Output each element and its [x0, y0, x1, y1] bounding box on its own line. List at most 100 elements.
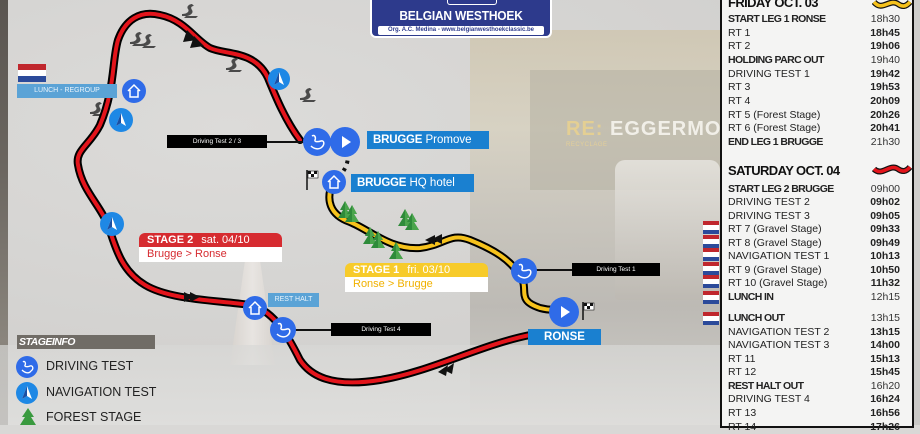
schedule-row-label: RT 2 [728, 40, 751, 52]
regroup-home-icon[interactable] [122, 79, 146, 103]
schedule-row-time: 10h13 [870, 250, 900, 262]
netherlands-flag-icon [703, 262, 719, 275]
schedule-row: RT 9 (Gravel Stage) 10h50 [728, 264, 900, 277]
schedule-row-label: DRIVING TEST 3 [728, 210, 810, 222]
schedule-row-label: NAVIGATION TEST 3 [728, 339, 830, 351]
schedule-row: NAVIGATION TEST 1 10h13 [728, 250, 900, 263]
schedule-row-label: RT 14 [728, 421, 757, 433]
schedule-row-time: 19h42 [870, 68, 900, 80]
schedule-row: DRIVING TEST 1 19h42 [728, 68, 900, 81]
direction-arrows [183, 30, 454, 376]
schedule-row: RT 14 17h26 [728, 421, 900, 434]
driving-test-icon[interactable] [303, 128, 331, 156]
brugge-promove-tag[interactable]: BRUGGE Promove [367, 131, 489, 149]
brugge-hq-tag[interactable]: BRUGGE HQ hotel [351, 174, 474, 192]
background-car [615, 160, 720, 300]
navigation-test-icon[interactable] [100, 212, 124, 236]
schedule-row-label: RT 9 (Gravel Stage) [728, 264, 822, 276]
schedule-row-time: 20h09 [870, 95, 900, 107]
schedule-row-label: RT 13 [728, 407, 757, 419]
schedule-row-label: RT 8 (Gravel Stage) [728, 237, 822, 249]
twisty-road-icon [182, 4, 198, 18]
schedule-row-label: RT 6 (Forest Stage) [728, 122, 821, 134]
stage2-red-squiggle-icon [872, 164, 912, 175]
schedule-row: RT 8 (Gravel Stage) 09h49 [728, 237, 900, 250]
schedule-row-label: RT 7 (Gravel Stage) [728, 223, 822, 235]
ronse-tag[interactable]: RONSE [528, 329, 601, 345]
direction-arrow [190, 36, 204, 48]
schedule-row-time: 13h15 [870, 326, 900, 338]
schedule-row-time: 20h26 [870, 109, 900, 121]
direction-arrow [184, 292, 194, 302]
twisty-road-icon [226, 58, 242, 72]
schedule-row-label: RT 5 (Forest Stage) [728, 109, 821, 121]
driving-test-icon[interactable] [511, 258, 537, 284]
driving-test-icon[interactable] [270, 317, 296, 343]
netherlands-flag-icon [703, 312, 719, 325]
schedule-row-time: 16h24 [870, 393, 900, 405]
schedule-row-time: 09h00 [870, 183, 900, 195]
direction-arrow [425, 235, 435, 245]
navigation-test-icon[interactable] [109, 108, 133, 132]
netherlands-flag-icon [703, 248, 719, 261]
start-play-icon[interactable] [330, 127, 360, 157]
schedule-row-label: LUNCH IN [728, 291, 774, 303]
schedule-row-time: 15h45 [870, 366, 900, 378]
schedule-row-time: 19h53 [870, 81, 900, 93]
forest-icon [20, 408, 36, 425]
stage1-yellow-squiggle-icon [872, 0, 912, 10]
navigation-test-icon[interactable] [268, 68, 290, 90]
schedule-row: RT 10 (Gravel Stage) 11h32 [728, 277, 900, 290]
schedule-row-time: 09h05 [870, 210, 900, 222]
direction-arrow [190, 292, 200, 302]
schedule-row-label: START LEG 1 RONSE [728, 13, 826, 25]
schedule-row-time: 21h30 [870, 136, 900, 148]
schedule-row: NAVIGATION TEST 3 14h00 [728, 339, 900, 352]
start-flag-icon [582, 302, 595, 320]
schedule-row-label: RT 10 (Gravel Stage) [728, 277, 828, 289]
schedule-row-label: RT 3 [728, 81, 751, 93]
schedule-row-label: RT 1 [728, 27, 751, 39]
schedule-row-time: 09h33 [870, 223, 900, 235]
schedule-row-label: NAVIGATION TEST 1 [728, 250, 830, 262]
twisty-road-icon [140, 34, 156, 48]
start-play-icon[interactable] [549, 297, 579, 327]
rest-halt-home-icon[interactable] [243, 296, 267, 320]
legend-title: STAGEINFO [17, 335, 155, 349]
schedule-row-label: DRIVING TEST 4 [728, 393, 810, 405]
schedule-row-time: 10h50 [870, 264, 900, 276]
schedule-row-time: 17h26 [870, 421, 900, 433]
driving-test-1-label: Driving Test 1 [572, 263, 660, 276]
schedule-row-label: DRIVING TEST 2 [728, 196, 810, 208]
schedule-row-time: 15h13 [870, 353, 900, 365]
direction-arrow [432, 234, 442, 244]
friday-title: FRIDAY OCT. 03 [728, 0, 818, 10]
schedule-row-label: HOLDING PARC OUT [728, 54, 824, 66]
background-truck-subtext: RECYCLAGE [566, 142, 608, 148]
background-edge [0, 0, 8, 425]
schedule-row-time: 09h49 [870, 237, 900, 249]
schedule-row-label: START LEG 2 BRUGGE [728, 183, 834, 195]
netherlands-flag-icon [703, 291, 719, 304]
hq-home-icon[interactable] [322, 170, 346, 194]
schedule-row-label: DRIVING TEST 1 [728, 68, 810, 80]
schedule-row: RT 7 (Gravel Stage) 09h33 [728, 223, 900, 236]
schedule-row-time: 19h06 [870, 40, 900, 52]
schedule-row-time: 12h15 [870, 291, 900, 303]
schedule-row-time: 11h32 [870, 277, 900, 289]
schedule-row-label: END LEG 1 BRUGGE [728, 136, 823, 148]
schedule-row-time: 14h00 [870, 339, 900, 351]
driving-test-2-3-label: Driving Test 2 / 3 [167, 135, 267, 148]
stage2-route [73, 9, 534, 387]
schedule-row: START LEG 2 BRUGGE 09h00 [728, 183, 900, 196]
